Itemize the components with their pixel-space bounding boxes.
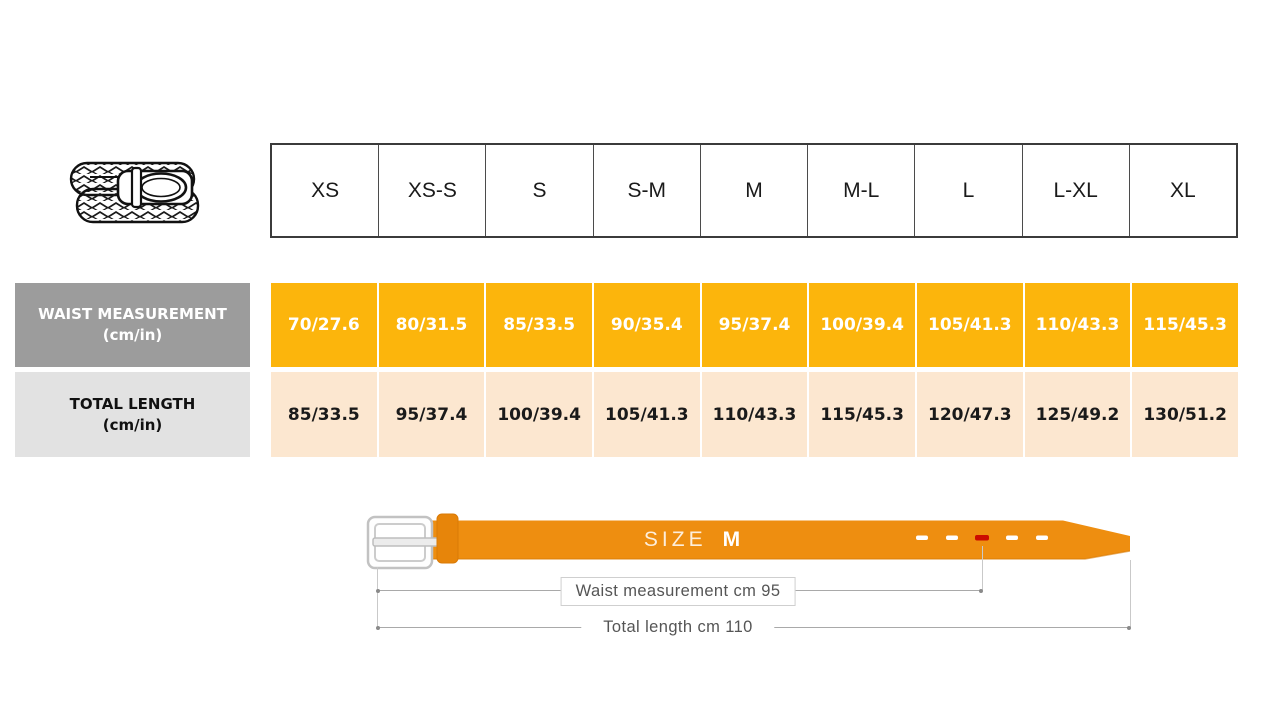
buckle-connector-line [377, 567, 378, 627]
waist-measurement-label: WAIST MEASUREMENT (cm/in) [15, 283, 250, 367]
total-value-cell: 105/41.3 [593, 372, 700, 457]
waist-label-unit: (cm/in) [102, 326, 163, 344]
size-header-cell: S-M [592, 145, 700, 236]
waist-label-text: WAIST MEASUREMENT [38, 305, 227, 323]
buckle-prong [372, 537, 441, 547]
size-header-cell: S [485, 145, 592, 236]
waist-value-cell: 95/37.4 [701, 283, 808, 367]
total-value-cell: 130/51.2 [1132, 372, 1238, 457]
total-value-cell: 115/45.3 [809, 372, 915, 457]
waist-value-cell: 70/27.6 [271, 283, 377, 367]
tip-connector-line [1130, 560, 1131, 627]
belt-diagram-illustration [366, 513, 1131, 570]
belt-size-label: SIZE M [572, 521, 812, 559]
belt-hole [1006, 535, 1018, 540]
belt-hole [946, 535, 958, 540]
size-header-cell: M-L [807, 145, 914, 236]
waist-value-cell: 100/39.4 [809, 283, 915, 367]
waist-values-row: 70/27.6 80/31.5 85/33.5 90/35.4 95/37.4 … [271, 283, 1238, 367]
hole-connector-line [982, 546, 983, 590]
size-header-row: XS XS-S S S-M M M-L L L-XL XL [270, 143, 1238, 238]
total-value-cell: 95/37.4 [378, 372, 485, 457]
total-value-cell: 85/33.5 [271, 372, 377, 457]
size-header-cell: XL [1128, 145, 1236, 236]
size-header-cell: XS [311, 178, 340, 202]
belt-hole [916, 535, 928, 540]
total-value-cell: 125/49.2 [1024, 372, 1131, 457]
size-header-cell: L [914, 145, 1021, 236]
belt-hole-highlighted [975, 535, 989, 541]
total-value-cell: 100/39.4 [486, 372, 592, 457]
size-word: SIZE [643, 528, 707, 551]
belt-strap [424, 520, 1130, 559]
waist-value-cell: 105/41.3 [916, 283, 1023, 367]
total-value-cell: 110/43.3 [701, 372, 808, 457]
waist-value-cell: 90/35.4 [593, 283, 700, 367]
total-label-unit: (cm/in) [102, 415, 163, 434]
waist-value-cell: 115/45.3 [1132, 283, 1238, 367]
braided-belt-icon [69, 161, 200, 224]
size-value: M [722, 528, 741, 551]
belt-keeper-loop [436, 513, 459, 564]
waist-annotation-box: Waist measurement cm 95 [560, 577, 796, 606]
total-label-text: TOTAL LENGTH [69, 394, 196, 413]
total-values-row: 85/33.5 95/37.4 100/39.4 105/41.3 110/43… [271, 372, 1238, 457]
size-header-cell: L-XL [1021, 145, 1129, 236]
total-annotation-text: Total length cm 110 [581, 616, 775, 639]
waist-value-cell: 85/33.5 [486, 283, 592, 367]
total-value-cell: 120/47.3 [916, 372, 1023, 457]
waist-value-cell: 110/43.3 [1024, 283, 1131, 367]
belt-hole [1036, 535, 1048, 540]
waist-value-cell: 80/31.5 [378, 283, 485, 367]
size-header-cell: XS-S [378, 145, 485, 236]
total-length-label: TOTAL LENGTH (cm/in) [15, 372, 250, 457]
size-header-cell: M [699, 145, 807, 236]
